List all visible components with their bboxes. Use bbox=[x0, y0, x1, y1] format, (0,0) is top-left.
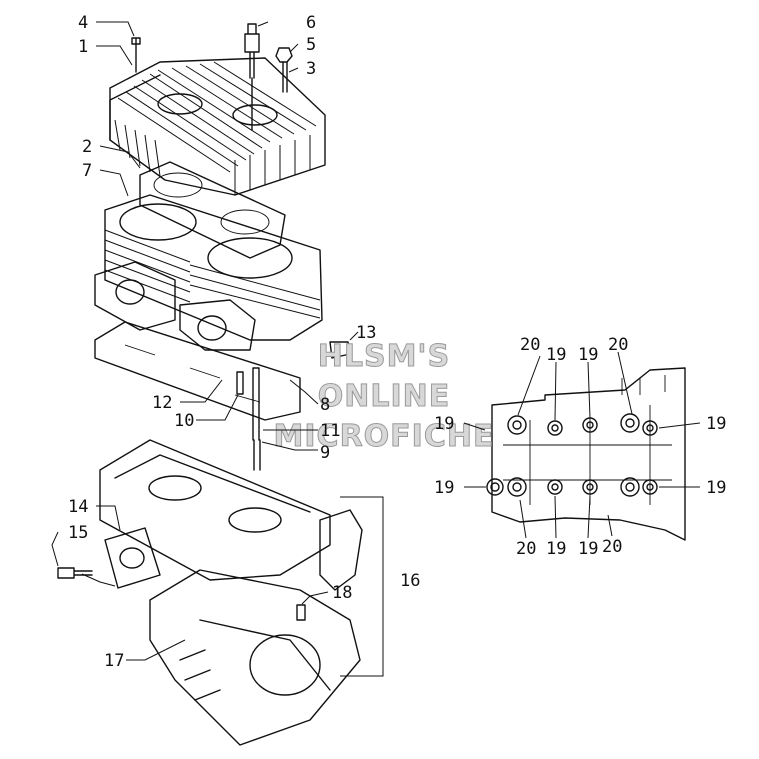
inset-callout-20-top-left: 20 bbox=[520, 335, 540, 355]
callout-8: 8 bbox=[320, 395, 330, 415]
inset-callout-19-right-lower: 19 bbox=[706, 478, 726, 498]
leader-lines bbox=[51, 21, 359, 661]
inset-callout-20-bottom-right: 20 bbox=[602, 537, 622, 557]
inset-callout-19-top-2: 19 bbox=[578, 345, 598, 365]
spark-plug bbox=[244, 23, 260, 131]
callout-2: 2 bbox=[82, 137, 92, 157]
head-stud bbox=[282, 61, 288, 93]
lower-crankcase bbox=[149, 569, 361, 746]
inset-callout-19-bottom-2: 19 bbox=[578, 539, 598, 559]
cylinder-head bbox=[109, 57, 326, 196]
inset-callout-19-top-1: 19 bbox=[546, 345, 566, 365]
callout-11: 11 bbox=[320, 421, 340, 441]
flange-bolt bbox=[57, 567, 93, 579]
inset-callout-19-left-lower: 19 bbox=[434, 478, 454, 498]
watermark: HLSM'S ONLINE MICROFICHE bbox=[273, 339, 495, 455]
callout-9: 9 bbox=[320, 443, 330, 463]
callout-17: 17 bbox=[104, 651, 124, 671]
dowel-pin bbox=[236, 371, 244, 395]
inset-callout-20-top-right: 20 bbox=[608, 335, 628, 355]
callout-14: 14 bbox=[68, 497, 88, 517]
callout-labels: 4 1 6 5 3 2 7 13 12 10 8 11 9 14 15 16 1… bbox=[68, 13, 420, 671]
head-bolt bbox=[131, 37, 141, 73]
inset-callout-19-right-upper: 19 bbox=[706, 414, 726, 434]
inset-callout-labels: 20 19 19 20 19 19 19 19 20 19 19 20 bbox=[434, 335, 726, 559]
head-gasket bbox=[139, 161, 286, 259]
reed-nut bbox=[329, 341, 351, 359]
callout-12: 12 bbox=[152, 393, 172, 413]
inset-callout-19-bottom-1: 19 bbox=[546, 539, 566, 559]
callout-4: 4 bbox=[78, 13, 88, 33]
inset-bolt-holes bbox=[486, 413, 658, 497]
base-gasket bbox=[94, 321, 301, 421]
stud bbox=[252, 367, 260, 441]
callout-3: 3 bbox=[306, 59, 316, 79]
callout-13: 13 bbox=[356, 323, 376, 343]
watermark-line-2: ONLINE bbox=[318, 379, 451, 414]
head-nut bbox=[275, 47, 293, 63]
intake-flange bbox=[104, 527, 161, 589]
base-stud bbox=[253, 439, 261, 471]
callout-6: 6 bbox=[306, 13, 316, 33]
callout-18: 18 bbox=[332, 583, 352, 603]
callout-10: 10 bbox=[174, 411, 194, 431]
cylinder-block bbox=[94, 194, 323, 351]
crankcase-side-view bbox=[491, 367, 686, 541]
watermark-line-3: MICROFICHE bbox=[274, 419, 495, 454]
inset-callout-19-left-upper: 19 bbox=[434, 414, 454, 434]
inset-callout-20-bottom-left: 20 bbox=[516, 539, 536, 559]
drain-plug bbox=[296, 604, 306, 621]
watermark-line-1: HLSM'S bbox=[318, 339, 450, 374]
callout-5: 5 bbox=[306, 35, 316, 55]
callout-16: 16 bbox=[400, 571, 420, 591]
callout-7: 7 bbox=[82, 161, 92, 181]
callout-15: 15 bbox=[68, 523, 88, 543]
crankcase-bracket[interactable] bbox=[340, 496, 384, 677]
callout-1: 1 bbox=[78, 37, 88, 57]
inset-leader-lines bbox=[463, 351, 701, 539]
upper-crankcase bbox=[99, 439, 363, 591]
